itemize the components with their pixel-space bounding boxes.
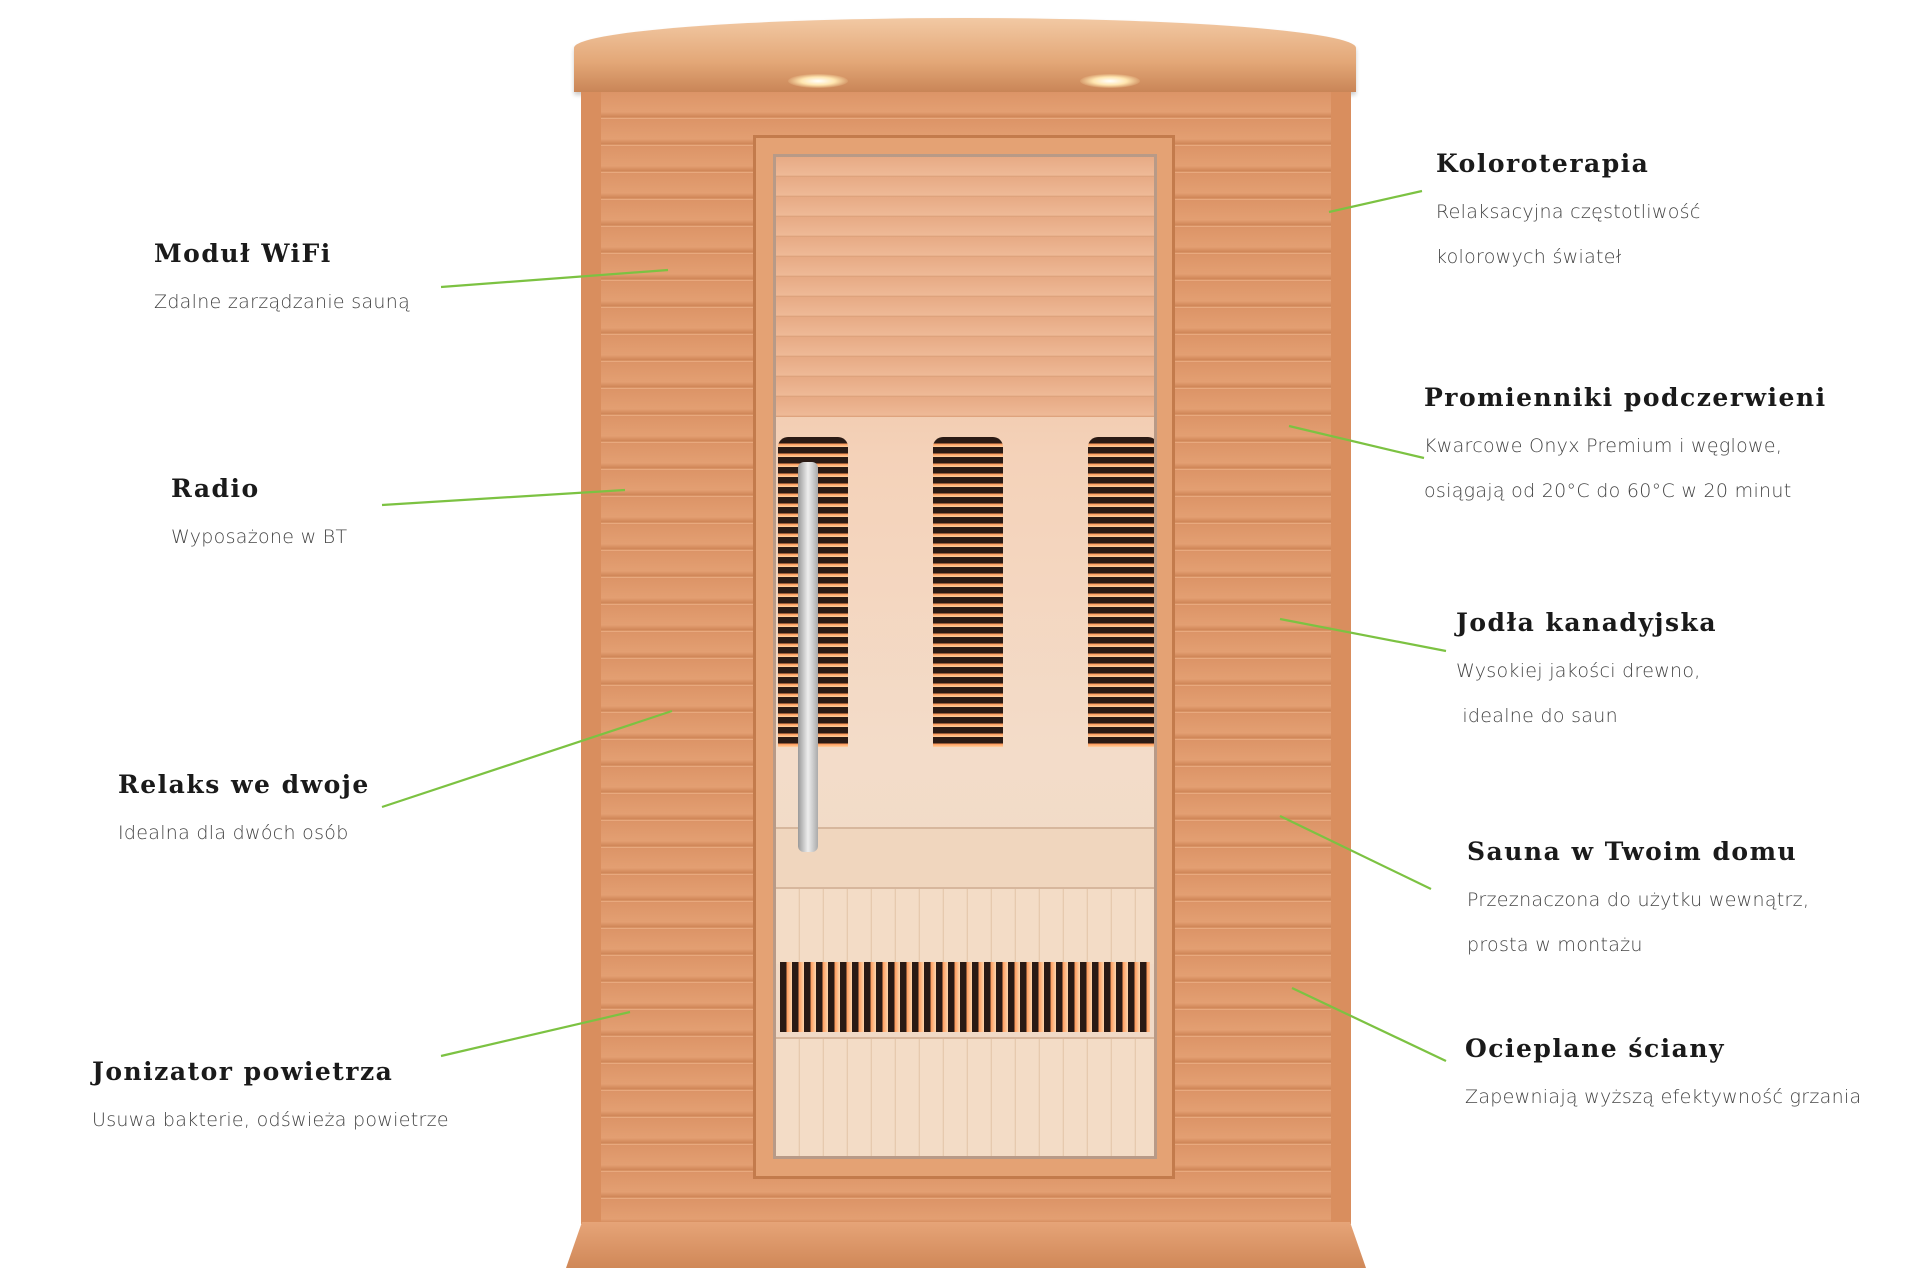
feature-koloroterapia: Koloroterapia Relaksacyjna częstotliwość… [1436, 146, 1701, 280]
callout-line-sauna [1279, 815, 1432, 890]
infrared-heater [933, 437, 1003, 747]
sauna-base [566, 1222, 1366, 1268]
callout-line-koloroterapia [1328, 189, 1423, 214]
feature-desc: Wysokiej jakości drewno, idealne do saun [1456, 649, 1717, 739]
feature-wifi: Moduł WiFi Zdalne zarządzanie sauną [154, 236, 410, 325]
feature-title: Ocieplane ściany [1465, 1034, 1726, 1063]
feature-desc: Przeznaczona do użytku wewnątrz, prosta w… [1467, 878, 1809, 968]
feature-jonizator: Jonizator powietrza Usuwa bakterie, odśw… [92, 1054, 449, 1143]
feature-title: Radio [171, 474, 260, 503]
feature-promienniki: Promienniki podczerwieni Kwarcowe Onyx P… [1424, 380, 1827, 514]
callout-line-relaks [381, 709, 673, 809]
feature-title: Relaks we dwoje [118, 770, 370, 799]
feature-title: Moduł WiFi [154, 239, 332, 268]
desc-line: osiągają od 20°C do 60°C w 20 minut [1424, 480, 1792, 502]
infrared-heater [1088, 437, 1154, 747]
floor-heater [780, 962, 1150, 1032]
callout-line-wifi [440, 268, 669, 289]
feature-desc: Relaksacyjna częstotliwość kolorowych świ… [1436, 190, 1701, 280]
sauna-roof [574, 18, 1356, 92]
callout-line-jonizator [440, 1010, 631, 1058]
feature-desc: Wyposażone w BT [171, 526, 348, 548]
feature-ocieplane: Ocieplane ściany Zapewniają wyższą efekt… [1465, 1031, 1861, 1120]
desc-line: Relaksacyjna częstotliwość [1436, 201, 1701, 223]
callout-line-ocieplane [1291, 987, 1447, 1062]
feature-desc: Kwarcowe Onyx Premium i węglowe, osiągają… [1424, 424, 1827, 514]
feature-desc: Idealna dla dwóch osób [118, 822, 349, 844]
bench [776, 827, 1154, 889]
callout-line-radio [381, 488, 626, 507]
desc-line: Przeznaczona do użytku wewnątrz, [1467, 889, 1810, 911]
callout-line-jodla [1279, 617, 1447, 653]
door-handle[interactable] [798, 462, 818, 852]
feature-title: Sauna w Twoim domu [1467, 837, 1798, 866]
feature-desc: Zdalne zarządzanie sauną [154, 291, 411, 313]
desc-line: Kwarcowe Onyx Premium i węglowe, [1424, 435, 1783, 457]
desc-line: idealne do saun [1456, 705, 1618, 727]
callout-line-promienniki [1288, 424, 1425, 460]
desc-line: prosta w montażu [1467, 934, 1643, 956]
feature-title: Promienniki podczerwieni [1424, 383, 1827, 412]
feature-title: Jodła kanadyjska [1456, 608, 1718, 637]
feature-title: Koloroterapia [1436, 149, 1650, 178]
lower-panel [776, 1037, 1154, 1156]
feature-sauna-dom: Sauna w Twoim domu Przeznaczona do użytk… [1467, 834, 1809, 968]
interior-ceiling [776, 157, 1154, 417]
desc-line: kolorowych świateł [1436, 246, 1622, 268]
feature-desc: Zapewniają wyższą efektywność grzania [1465, 1086, 1862, 1108]
ceiling-light [788, 74, 848, 88]
glass-door [773, 154, 1157, 1159]
feature-radio: Radio Wyposażone w BT [171, 471, 347, 560]
feature-jodla: Jodła kanadyjska Wysokiej jakości drewno… [1456, 605, 1717, 739]
feature-title: Jonizator powietrza [92, 1057, 394, 1086]
feature-relaks: Relaks we dwoje Idealna dla dwóch osób [118, 767, 370, 856]
feature-desc: Usuwa bakterie, odświeża powietrze [92, 1109, 449, 1131]
desc-line: Wysokiej jakości drewno, [1456, 660, 1701, 682]
bench-front [776, 887, 1154, 964]
ceiling-light [1080, 74, 1140, 88]
